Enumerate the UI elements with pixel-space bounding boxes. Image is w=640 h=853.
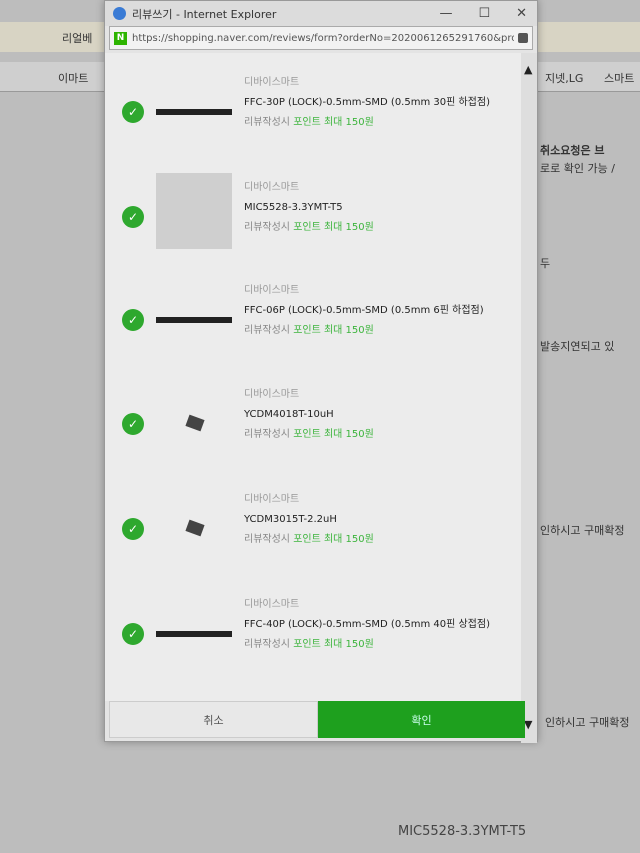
review-item[interactable]: ✓ 디바이스마트 MIC5528-3.3YMT-T5 리뷰작성시 포인트 최대 150… [105,173,521,258]
seller-name: 디바이스마트 [244,285,300,296]
seller-name: 디바이스마트 [244,389,300,400]
bg-text: 로로 확인 가능 / [540,162,615,175]
footer: 취소 확인 [109,701,525,738]
product-name: YCDM4018T-10uH [244,409,334,420]
product-name: YCDM3015T-2.2uH [244,514,337,525]
checked-icon[interactable]: ✓ [122,518,144,540]
ie-icon [113,7,126,20]
lock-icon [518,33,528,43]
point-info: 포인트 최대 150원 [293,325,374,336]
bg-text: 발송지연되고 있 [540,340,615,353]
confirm-button[interactable]: 확인 [318,701,525,738]
address-bar[interactable]: N https://shopping.naver.com/reviews/for… [109,26,533,50]
bg-product-name: MIC5528-3.3YMT-T5 [398,824,527,839]
seller-name: 디바이스마트 [244,494,300,505]
scroll-up-icon[interactable]: ▲ [524,63,533,76]
review-popup-window: 리뷰쓰기 - Internet Explorer — ☐ ✕ N https:/… [104,0,538,743]
close-button[interactable]: ✕ [516,6,527,21]
bg-text: 취소요청은 브 [540,144,605,157]
minimize-button[interactable]: — [439,6,453,21]
point-prefix: 리뷰작성시 [244,117,290,128]
review-item[interactable]: ✓ 디바이스마트 FFC-06P (LOCK)-0.5mm-SMD (0.5mm 6… [105,281,521,361]
point-prefix: 리뷰작성시 [244,429,290,440]
product-name: FFC-06P (LOCK)-0.5mm-SMD (0.5mm 6핀 하접점) [244,305,484,316]
bg-favorite[interactable]: 스마트 [604,72,635,85]
product-thumbnail [185,519,205,537]
checked-icon[interactable]: ✓ [122,309,144,331]
bg-text: 두 [540,257,551,270]
product-name: FFC-40P (LOCK)-0.5mm-SMD (0.5mm 40핀 상접점) [244,619,490,630]
product-thumbnail [156,317,232,323]
review-item-list: ✓ 디바이스마트 FFC-30P (LOCK)-0.5mm-SMD (0.5mm 3… [105,53,521,701]
seller-name: 디바이스마트 [244,77,300,88]
point-info: 포인트 최대 150원 [293,534,374,545]
checked-icon[interactable]: ✓ [122,623,144,645]
point-prefix: 리뷰작성시 [244,534,290,545]
bg-favorite[interactable]: 이마트 [58,72,89,85]
product-thumbnail [156,631,232,637]
seller-name: 디바이스마트 [244,182,300,193]
checked-icon[interactable]: ✓ [122,206,144,228]
product-thumbnail [185,414,205,432]
bg-text: 인하시고 구매확정 [545,716,630,729]
review-item[interactable]: ✓ 디바이스마트 YCDM4018T-10uH 리뷰작성시 포인트 최대 150원 [105,385,521,465]
window-title: 리뷰쓰기 - Internet Explorer [132,7,277,21]
checked-icon[interactable]: ✓ [122,101,144,123]
point-info: 포인트 최대 150원 [293,429,374,440]
point-prefix: 리뷰작성시 [244,639,290,650]
product-thumbnail [156,173,232,249]
point-info: 포인트 최대 150원 [293,222,374,233]
scrollbar[interactable]: ▲ ▼ [521,53,537,743]
title-bar: 리뷰쓰기 - Internet Explorer — ☐ ✕ [105,1,537,26]
seller-name: 디바이스마트 [244,599,300,610]
bg-favorite[interactable]: 지넷,LG [545,72,584,85]
point-prefix: 리뷰작성시 [244,325,290,336]
product-name: FFC-30P (LOCK)-0.5mm-SMD (0.5mm 30핀 하접점) [244,97,490,108]
point-info: 포인트 최대 150원 [293,639,374,650]
point-prefix: 리뷰작성시 [244,222,290,233]
scroll-down-icon[interactable]: ▼ [524,718,533,731]
maximize-button[interactable]: ☐ [478,6,491,21]
cancel-button[interactable]: 취소 [109,701,318,738]
bg-text: 인하시고 구매확정 [540,524,625,537]
naver-icon: N [114,31,127,45]
url-text: https://shopping.naver.com/reviews/form?… [132,32,514,44]
product-thumbnail [156,109,232,115]
review-item[interactable]: ✓ 디바이스마트 YCDM3015T-2.2uH 리뷰작성시 포인트 최대 150원 [105,490,521,570]
bg-favorite[interactable]: 리얼베 [62,32,93,45]
product-name: MIC5528-3.3YMT-T5 [244,202,343,213]
review-item[interactable]: ✓ 디바이스마트 FFC-40P (LOCK)-0.5mm-SMD (0.5mm 4… [105,595,521,675]
point-info: 포인트 최대 150원 [293,117,374,128]
review-item[interactable]: ✓ 디바이스마트 FFC-30P (LOCK)-0.5mm-SMD (0.5mm 3… [105,73,521,153]
checked-icon[interactable]: ✓ [122,413,144,435]
